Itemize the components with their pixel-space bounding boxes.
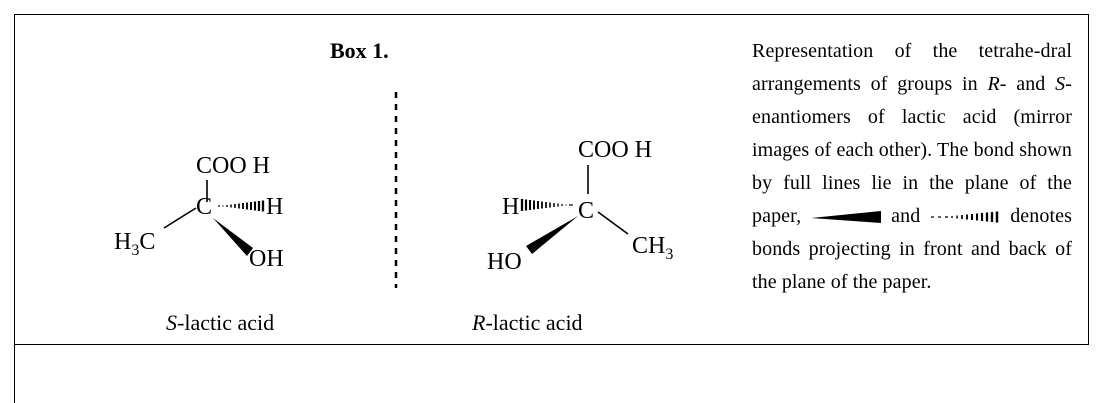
s-left-group: H3C	[114, 229, 155, 259]
box-title: Box 1.	[330, 38, 389, 63]
r-right-group: CH3	[632, 233, 673, 263]
r-center-carbon: C	[578, 198, 594, 224]
box-border-top	[14, 14, 1089, 15]
box-border-right	[1088, 14, 1089, 344]
s-lactic-acid-label: S-lactic acid	[166, 310, 275, 335]
s-wedge-bond	[213, 218, 253, 256]
s-center-carbon: C	[196, 194, 212, 220]
s-bottom-group: OH	[249, 246, 284, 272]
mirror-plane-line	[394, 92, 398, 288]
description-text: Representation of the tetrahe-dral arran…	[752, 40, 1072, 293]
s-bond-left	[163, 207, 197, 229]
s-right-h: H	[266, 194, 283, 220]
s-lactic-acid-structure: COO H C H H3C OH	[114, 153, 284, 272]
s-hashed-bond	[218, 200, 265, 212]
r-bond-right	[597, 211, 629, 235]
box-border-bottom	[14, 344, 1089, 345]
hashed-bond-legend	[931, 211, 999, 223]
r-hashed-bond	[520, 199, 573, 211]
box-border-left	[14, 14, 15, 403]
wedge-bond-legend	[811, 211, 882, 224]
r-bottom-group: HO	[487, 249, 522, 275]
caption-description: Representation of the tetrahe-dral arran…	[752, 35, 1072, 299]
r-left-h: H	[502, 194, 519, 220]
r-lactic-acid-structure: COO H C H CH3 HO	[487, 137, 673, 275]
s-top-group: COO H	[196, 153, 270, 179]
r-lactic-acid-label: R-lactic acid	[472, 310, 583, 335]
r-wedge-bond	[526, 216, 578, 254]
r-top-group: COO H	[578, 137, 652, 163]
